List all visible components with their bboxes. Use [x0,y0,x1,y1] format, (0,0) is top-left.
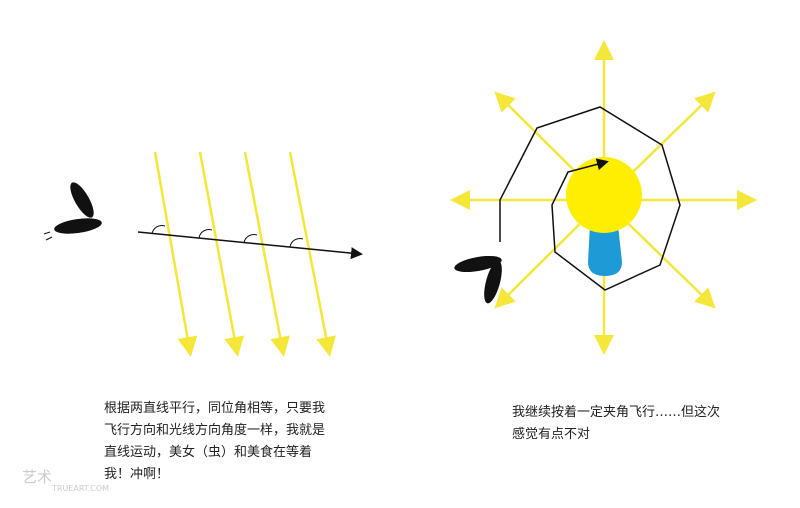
moth-icon [43,182,102,241]
right-caption: 我继续按着一定夹角飞行……但这次感觉有点不对 [512,405,721,442]
parallel-light-rays [153,151,336,357]
angle-marks [151,225,304,248]
left-caption: 根据两直线平行，同位角相等，只要我飞行方向和光线方向角度一样，我就是直线运动，美… [104,401,326,482]
moon [180,32,232,119]
moth-icon [454,255,502,304]
flight-path-straight [137,231,363,260]
watermark-site: TRUEART.COM [52,484,110,493]
flight-path-spiral [499,106,681,291]
light-bulb [566,157,642,276]
watermark-logo: 艺术 [22,468,53,486]
